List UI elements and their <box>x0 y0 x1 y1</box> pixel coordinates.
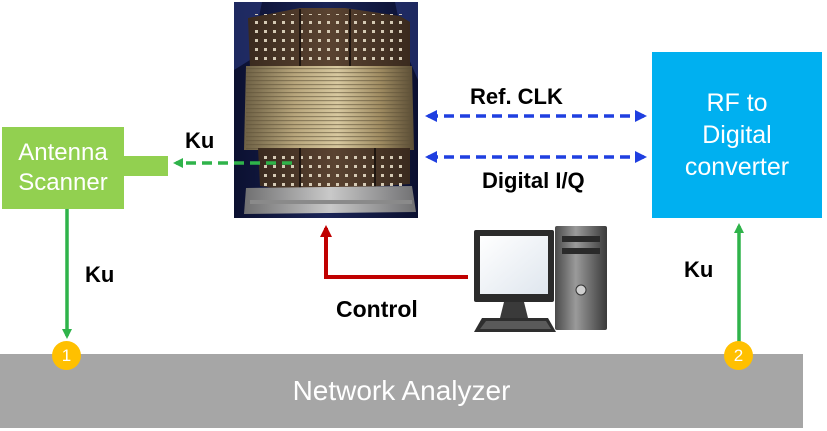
port-1-label: 1 <box>61 345 72 365</box>
ku-label-na-rf: Ku <box>684 257 714 282</box>
ku-label-antenna-scanner: Ku <box>185 128 215 153</box>
rf-converter-label-line3: converter <box>684 153 790 181</box>
ku-label-scanner-na: Ku <box>85 262 115 287</box>
port-2-badge: 2 <box>724 341 753 370</box>
desktop-computer-icon <box>474 226 607 332</box>
control-label: Control <box>336 296 418 322</box>
antenna-scanner-label-line1: Antenna <box>18 139 108 166</box>
port-2-label: 2 <box>733 345 744 365</box>
phased-array-antenna-photo <box>234 2 418 218</box>
antenna-scanner-label-line2: Scanner <box>18 169 108 196</box>
port-1-badge: 1 <box>52 341 81 370</box>
control-arrow <box>320 225 468 279</box>
network-analyzer-label: Network Analyzer <box>292 375 511 406</box>
antenna-scanner-connector <box>122 156 168 176</box>
digital-iq-label: Digital I/Q <box>482 168 585 193</box>
ref-clk-label: Ref. CLK <box>470 84 563 109</box>
rf-converter-label-line1: RF to <box>706 89 768 117</box>
rf-to-digital-converter-box: RF to Digital converter <box>652 52 822 218</box>
antenna-scanner-box: Antenna Scanner <box>2 127 124 209</box>
network-analyzer-bar: Network Analyzer <box>0 354 803 428</box>
rf-converter-label-line2: Digital <box>702 121 772 149</box>
